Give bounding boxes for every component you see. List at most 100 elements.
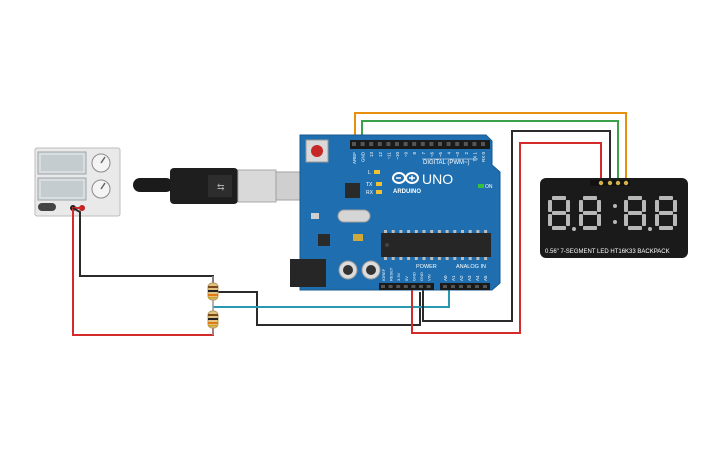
digital-pin[interactable] xyxy=(386,142,391,146)
digital-pin[interactable] xyxy=(352,142,356,146)
digit-segment xyxy=(597,214,601,226)
digital-pin[interactable] xyxy=(360,142,365,146)
wire-black-gnd[interactable] xyxy=(213,291,421,326)
digital-header[interactable] xyxy=(350,140,490,149)
power-label: POWER xyxy=(416,264,437,270)
analog-pin-label: A1 xyxy=(451,275,456,281)
digit-segment xyxy=(548,200,552,212)
analog-pin[interactable] xyxy=(451,285,455,288)
digit-segment xyxy=(579,214,583,226)
analog-pin[interactable] xyxy=(459,285,463,288)
digit-segment xyxy=(655,214,659,226)
atmega-chip xyxy=(381,233,491,257)
digit-segment xyxy=(566,214,570,226)
digital-pin[interactable] xyxy=(395,142,399,146)
power-pin[interactable] xyxy=(426,285,431,288)
digit-segment xyxy=(566,200,570,212)
power-pin-label: RESET xyxy=(389,267,394,281)
display-pin-sda[interactable] xyxy=(615,180,621,186)
power-pin[interactable] xyxy=(419,285,423,288)
led-tx-label: TX xyxy=(366,182,373,188)
digit-segment xyxy=(583,211,597,215)
digital-pin-label: 8 xyxy=(412,152,417,155)
digital-pin[interactable] xyxy=(369,142,374,146)
digital-pin-label: 12 xyxy=(378,152,383,158)
power-pin[interactable] xyxy=(403,285,408,288)
power-supply[interactable] xyxy=(34,147,121,217)
digit-segment xyxy=(583,196,597,200)
decimal-point xyxy=(648,227,652,231)
wire-red-5v[interactable] xyxy=(411,142,602,334)
digit-segment xyxy=(642,200,646,212)
digital-pin[interactable] xyxy=(429,142,434,146)
resistor-2[interactable] xyxy=(207,307,219,335)
analog-pin-label: A2 xyxy=(459,275,464,281)
power-pin[interactable] xyxy=(388,285,393,288)
digital-pin[interactable] xyxy=(420,142,425,146)
power-pin[interactable] xyxy=(411,285,416,288)
display-pin-vcc[interactable] xyxy=(607,180,613,186)
wire-black-display[interactable] xyxy=(422,130,611,322)
wire-green-sda[interactable] xyxy=(361,120,619,180)
digital-pin-label: 4 xyxy=(447,152,452,155)
digit-segment xyxy=(628,226,642,230)
digital-pin[interactable] xyxy=(403,142,408,146)
digital-pin-label: TX 1 xyxy=(472,152,477,162)
power-pin[interactable] xyxy=(381,285,385,288)
digital-pin-label: ~10 xyxy=(395,152,400,160)
seven-segment-display[interactable]: 0.56" 7-SEGMENT LED HT16K33 BACKPACK xyxy=(540,178,688,258)
power-jack[interactable] xyxy=(290,259,326,287)
wire-red-supply[interactable] xyxy=(72,207,214,336)
digit-segment xyxy=(579,200,583,212)
digit-segment xyxy=(628,196,642,200)
digit-segment xyxy=(624,200,628,212)
analog-pin[interactable] xyxy=(475,285,479,288)
digit-segment xyxy=(659,226,673,230)
wire-teal-a0[interactable] xyxy=(213,290,450,308)
digital-label: DIGITAL (PWM~) xyxy=(423,160,470,166)
power-pin-label: GND xyxy=(419,272,424,281)
arduino-model: UNO xyxy=(422,171,453,187)
digital-pin[interactable] xyxy=(481,142,485,146)
power-pin-label: 3.3V xyxy=(396,272,401,281)
analog-header[interactable] xyxy=(440,283,490,290)
wire-black-supply[interactable] xyxy=(72,207,214,292)
digit-segment xyxy=(655,200,659,212)
arduino-logo-icon xyxy=(392,172,419,184)
power-pin-label: VIN xyxy=(427,274,432,281)
analog-pin-label: A0 xyxy=(443,275,448,281)
on-label: ON xyxy=(485,184,493,190)
digital-pin[interactable] xyxy=(463,142,468,146)
analog-label: ANALOG IN xyxy=(456,264,486,270)
analog-pin[interactable] xyxy=(467,285,471,288)
digital-pin-label: GND xyxy=(361,151,366,162)
digital-pin-label: ~5 xyxy=(438,152,443,158)
digit-segment xyxy=(642,214,646,226)
display-pin-scl[interactable] xyxy=(623,180,629,186)
analog-pin[interactable] xyxy=(443,285,447,288)
digital-pin[interactable] xyxy=(412,142,417,146)
power-pin-label: IOREF xyxy=(381,268,386,281)
display-digits xyxy=(548,196,677,231)
wire-orange-scl[interactable] xyxy=(354,112,627,180)
digit-segment xyxy=(673,214,677,226)
digital-pin-label: ~11 xyxy=(386,152,391,160)
usb-cable[interactable]: ⇆ xyxy=(133,168,313,204)
resistor-1[interactable] xyxy=(207,276,219,307)
digit-segment xyxy=(659,211,673,215)
digital-pin[interactable] xyxy=(438,142,442,146)
colon-dot xyxy=(613,220,617,224)
digital-pin[interactable] xyxy=(446,142,451,146)
digital-pin[interactable] xyxy=(472,142,477,146)
digital-pin[interactable] xyxy=(377,142,382,146)
power-pin[interactable] xyxy=(396,285,401,288)
digital-pin-label: ~3 xyxy=(455,152,460,158)
display-pin-gnd[interactable] xyxy=(598,180,604,186)
analog-pin[interactable] xyxy=(483,285,487,288)
power-pin-label: 5V xyxy=(404,276,409,281)
digit-segment xyxy=(552,211,566,215)
digital-pin[interactable] xyxy=(455,142,460,146)
digital-pin-label: ~9 xyxy=(404,152,409,158)
